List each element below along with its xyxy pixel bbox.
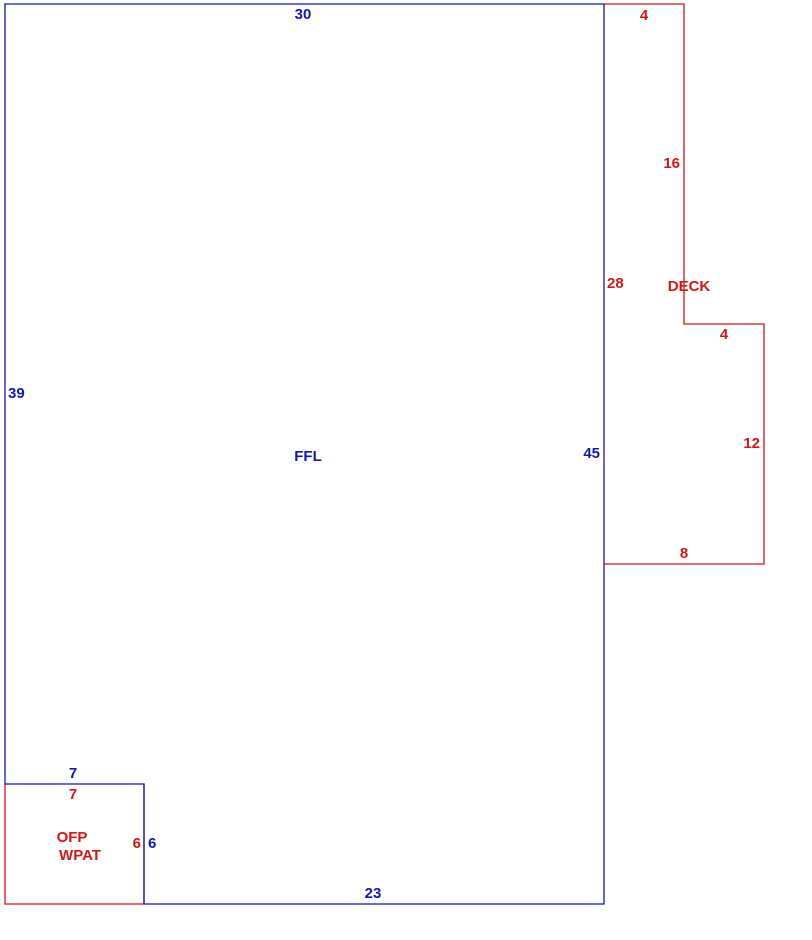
wpat-area-label: WPAT xyxy=(59,847,101,864)
ofp-side-dimension: 6 xyxy=(133,835,141,852)
ofp-top-dimension: 7 xyxy=(69,786,77,803)
ffl-top-dimension: 30 xyxy=(295,6,312,23)
deck-area-label: DECK xyxy=(668,278,711,295)
deck-outline xyxy=(604,3,765,565)
ffl-notch-top-dimension: 7 xyxy=(69,765,77,782)
deck-lower-right-dimension: 12 xyxy=(743,435,760,452)
ofp-area-label: OFP xyxy=(57,829,88,846)
ffl-outline xyxy=(4,3,605,905)
ffl-left-dimension: 39 xyxy=(8,385,25,402)
ffl-bottom-dimension: 23 xyxy=(365,885,382,902)
deck-step-dimension: 4 xyxy=(720,326,729,343)
deck-bottom-dimension: 8 xyxy=(680,545,688,562)
ffl-notch-side-dimension: 6 xyxy=(148,835,156,852)
ffl-right-dimension: 45 xyxy=(583,445,600,462)
deck-top-dimension: 4 xyxy=(640,7,649,24)
deck-left-dimension: 28 xyxy=(607,275,624,292)
deck-upper-right-dimension: 16 xyxy=(663,155,680,172)
ffl-area-label: FFL xyxy=(294,448,322,465)
